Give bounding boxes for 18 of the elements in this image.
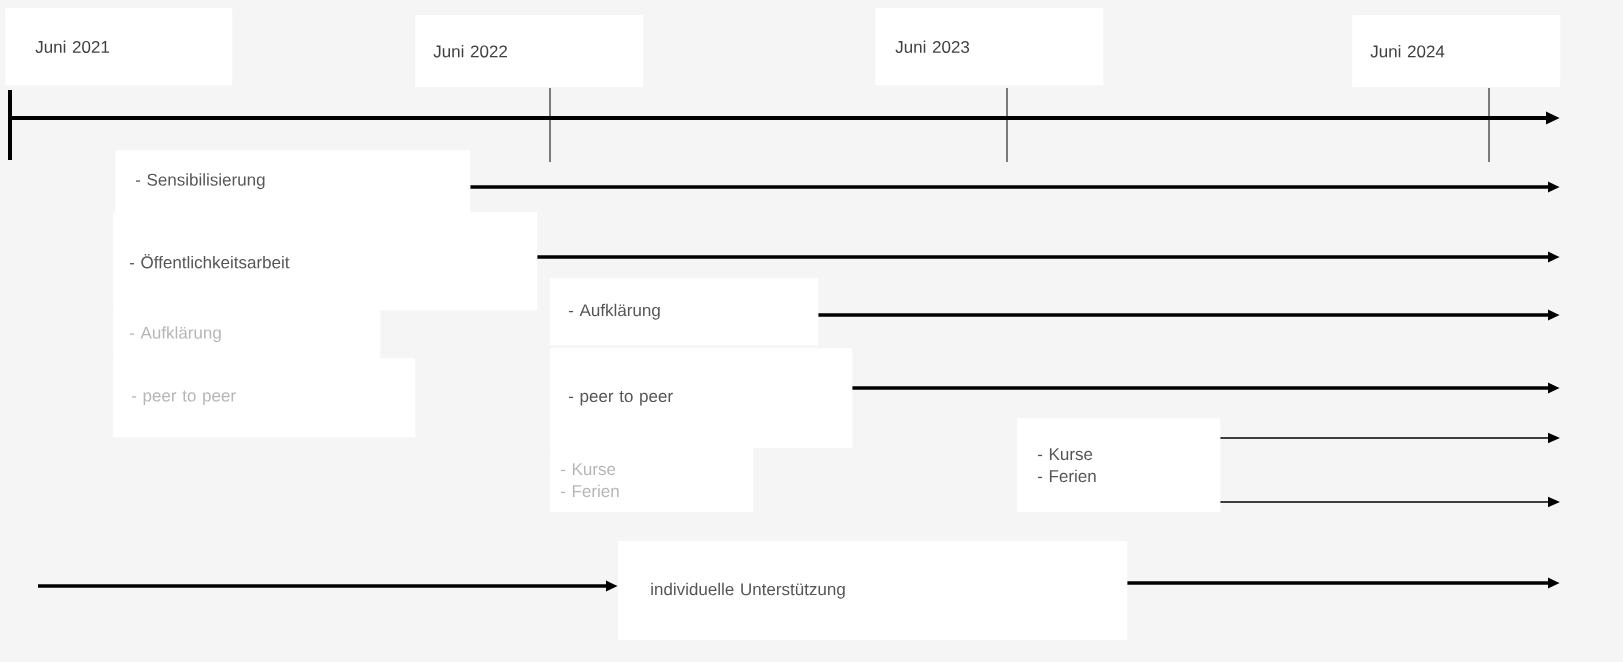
node-label: - Kurse [560,463,616,476]
label-box: Juni 2022 [415,15,644,88]
label-box: individuelle Unterstützung [618,541,1128,641]
label-box: - peer to peer [113,358,416,438]
node-label: - Öffentlichkeitsarbeit [129,254,290,269]
label-box: Juni 2023 [875,8,1104,86]
label-box: - Sensibilisierung [115,150,471,213]
node-label: - Ferien [560,484,619,498]
node-label: - peer to peer [568,390,673,406]
label-box: - Kurse - Ferien [550,448,754,513]
label-box: - Kurse - Ferien [1017,418,1221,513]
node-label: - peer to peer [131,390,236,405]
label-box: Juni 2021 [5,8,233,86]
label-box: - Aufklärung [550,278,819,346]
label-box: Juni 2024 [1352,15,1561,88]
node-label: - Sensibilisierung [135,173,265,190]
label-box: - Aufklärung [113,310,381,359]
node-label: - Aufklärung [129,326,221,343]
